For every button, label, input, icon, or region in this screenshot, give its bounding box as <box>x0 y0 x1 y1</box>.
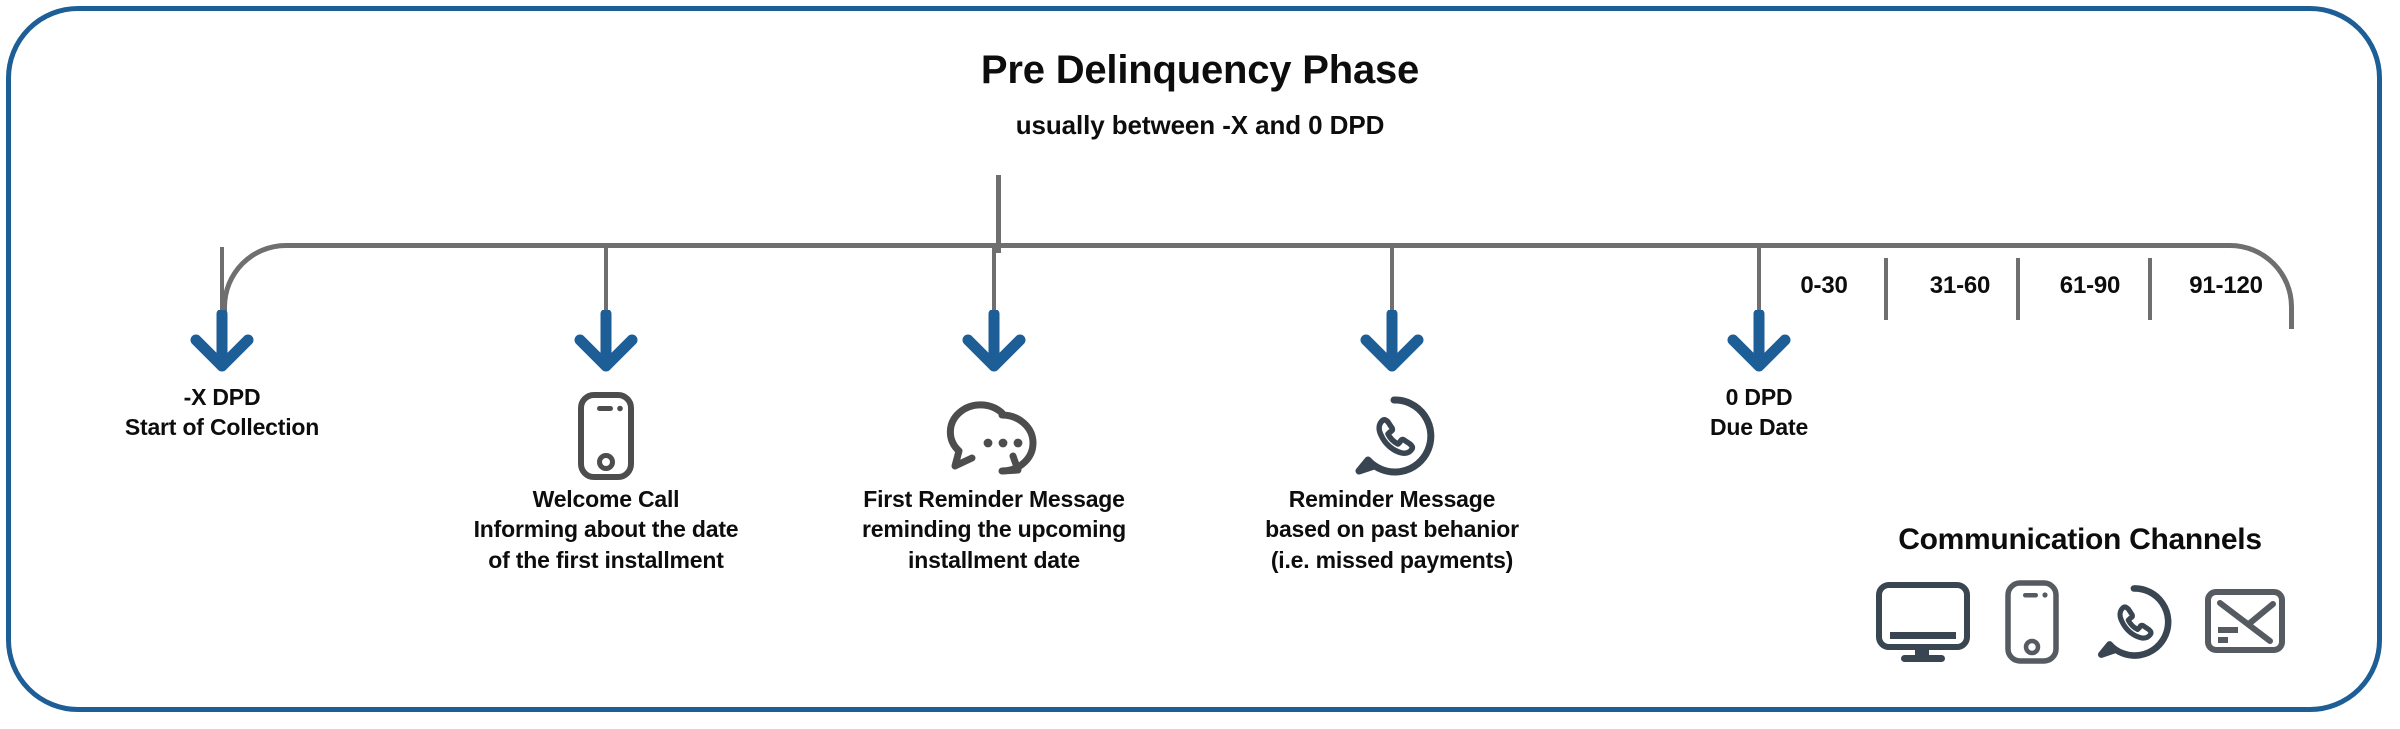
bucket-tick-3 <box>2148 258 2152 320</box>
timeline-arrow-4 <box>1356 310 1428 372</box>
communication-channels: Communication Channels <box>1855 523 2305 670</box>
bucket-tick-2 <box>2016 258 2020 320</box>
milestone-label-reminder-message-behavior: Reminder Message based on past behanior … <box>1265 486 1519 573</box>
smartphone-icon <box>396 388 816 484</box>
timeline-stem-3 <box>992 247 996 324</box>
header: Pre Delinquency Phase usually between -X… <box>0 48 2400 141</box>
bucket-tick-1 <box>1884 258 1888 320</box>
timeline-stem-4 <box>1390 247 1394 324</box>
page-title: Pre Delinquency Phase <box>980 48 1420 92</box>
channel-email <box>2203 587 2287 662</box>
timeline-stem-5 <box>1757 247 1761 324</box>
milestone-label-first-reminder-message: First Reminder Message reminding the upc… <box>862 486 1126 573</box>
milestone-due-date: 0 DPD Due Date <box>1549 382 1969 443</box>
milestone-first-reminder-message: First Reminder Message reminding the upc… <box>784 388 1204 575</box>
timeline-arrow-3 <box>958 310 1030 372</box>
bucket-label-31-60: 31-60 <box>1929 272 1991 299</box>
channel-desktop <box>1873 579 1973 670</box>
communication-channels-title: Communication Channels <box>1898 523 2262 556</box>
milestone-label-start-of-collection: -X DPD Start of Collection <box>124 384 320 441</box>
page-subtitle: usually between -X and 0 DPD <box>1015 110 1385 140</box>
milestone-label-welcome-call: Welcome Call Informing about the date of… <box>473 486 739 573</box>
timeline-arrow-2 <box>570 310 642 372</box>
bucket-label-91-120: 91-120 <box>2189 272 2263 299</box>
title-connector-line <box>996 175 1001 253</box>
chat-bubbles-icon <box>784 388 1204 484</box>
bucket-label-0-30: 0-30 <box>1800 272 1848 299</box>
timeline-arrow-1 <box>186 310 258 372</box>
email-envelope-icon <box>2203 587 2287 662</box>
milestone-start-of-collection: -X DPD Start of Collection <box>12 382 432 443</box>
whatsapp-icon <box>1182 388 1602 484</box>
whatsapp-icon <box>2091 581 2173 668</box>
milestone-label-due-date: 0 DPD Due Date <box>1709 384 1809 441</box>
channel-whatsapp <box>2091 581 2173 668</box>
channel-mobile <box>2003 579 2061 670</box>
timeline-stem-1 <box>220 247 224 322</box>
desktop-monitor-icon <box>1873 579 1973 670</box>
milestone-reminder-message-behavior: Reminder Message based on past behanior … <box>1182 388 1602 575</box>
timeline-stem-2 <box>604 247 608 324</box>
communication-channels-icons <box>1855 579 2305 670</box>
timeline-arrow-5 <box>1723 310 1795 372</box>
bucket-label-61-90: 61-90 <box>2059 272 2121 299</box>
smartphone-icon <box>2003 579 2061 670</box>
milestone-welcome-call: Welcome Call Informing about the date of… <box>396 388 816 575</box>
